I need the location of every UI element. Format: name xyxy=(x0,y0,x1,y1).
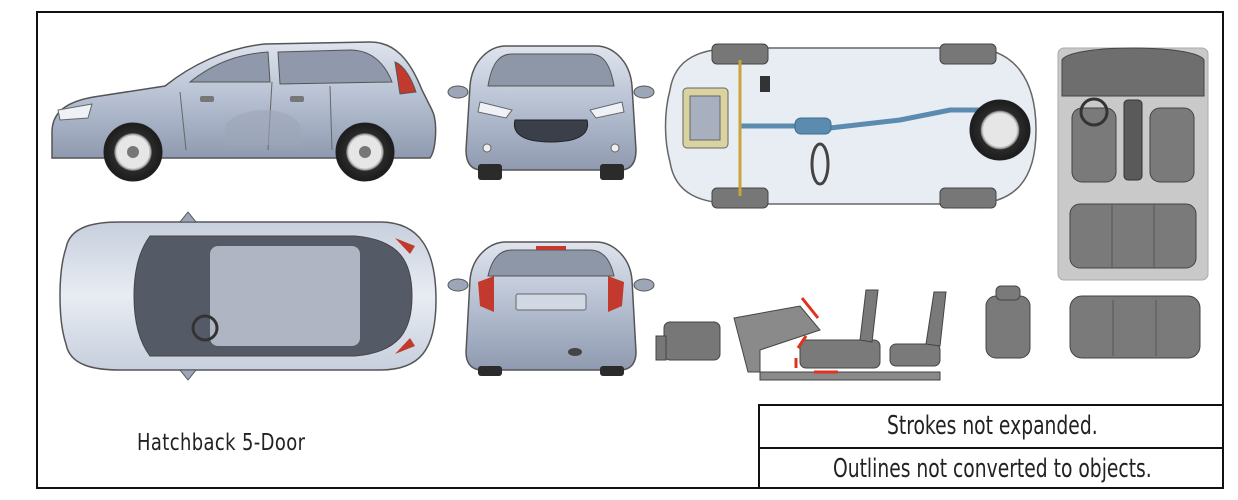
notes-box: Strokes not expanded. Outlines not conve… xyxy=(758,404,1224,489)
interior-view-panel xyxy=(1057,47,1209,281)
front-view-car xyxy=(447,45,655,180)
rear-view-car xyxy=(447,241,655,376)
note-strokes: Strokes not expanded. xyxy=(886,411,1098,441)
chassis-view-car xyxy=(664,43,1037,209)
caption-text: Hatchback 5-Door xyxy=(137,430,306,456)
note-row: Outlines not converted to objects. xyxy=(760,449,1224,490)
top-view-car xyxy=(59,211,437,381)
single-seat xyxy=(985,285,1031,359)
note-row: Strokes not expanded. xyxy=(760,406,1224,449)
side-view-car xyxy=(51,41,437,182)
seating-diagram xyxy=(655,289,947,381)
note-outlines: Outlines not converted to objects. xyxy=(832,454,1152,484)
rear-bench-seat xyxy=(1069,295,1201,359)
vehicle-caption: Hatchback 5-Door xyxy=(137,430,305,456)
